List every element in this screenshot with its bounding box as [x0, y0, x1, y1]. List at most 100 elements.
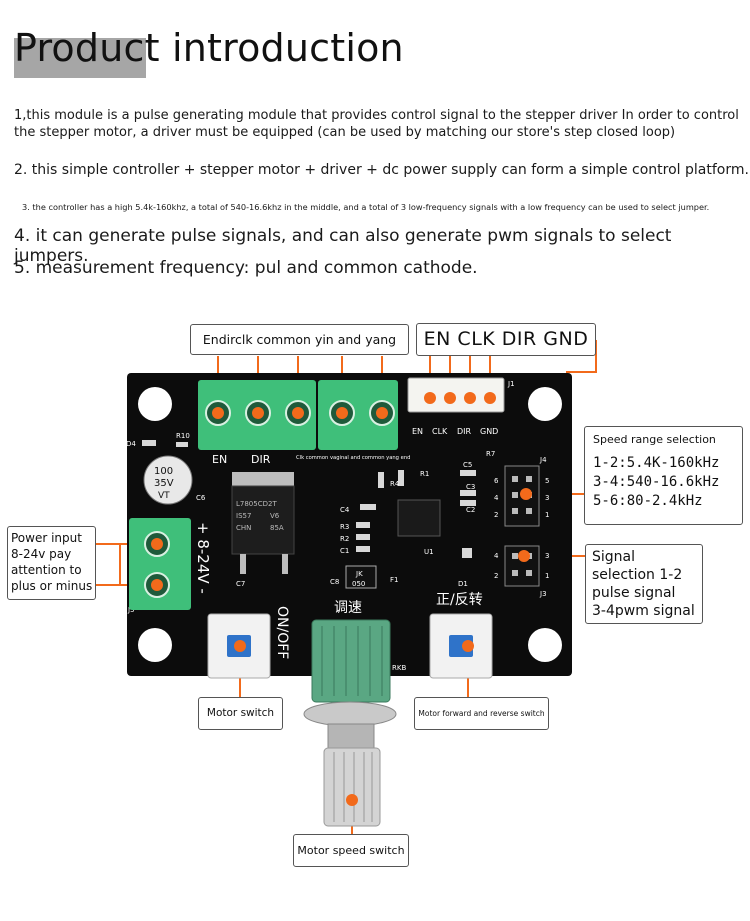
- j4-num-6: 6: [494, 477, 499, 485]
- callout-power-text: Power input 8-24v pay attention to plus …: [11, 531, 93, 593]
- j4-num-1: 1: [545, 511, 549, 519]
- connector-label-clk: CLK: [432, 427, 448, 436]
- callout-motor-speed-text: Motor speed switch: [297, 844, 405, 857]
- potentiometer-bushing: [327, 723, 375, 749]
- label-u1: U1: [424, 548, 434, 556]
- potentiometer-shaft: [323, 747, 381, 827]
- j3-num-1: 1: [545, 572, 549, 580]
- label-c3: C3: [466, 483, 475, 491]
- terminal-label-en: EN: [212, 453, 227, 466]
- j3-num-2: 2: [494, 572, 498, 580]
- callout-forward-reverse: Motor forward and reverse switch: [414, 697, 549, 730]
- jk-value: 050: [352, 580, 365, 588]
- orange-markers: [151, 392, 532, 806]
- regulator-text-5: 85A: [270, 524, 284, 532]
- callout-top-terminal-text: Endirclk common yin and yang: [202, 332, 397, 347]
- shaft-knurl: [333, 752, 373, 822]
- j3-num-3: 3: [545, 552, 549, 560]
- callout-speed-range: Speed range selection 1-2:5.4K-160kHz 3-…: [584, 426, 743, 525]
- j4-num-3: 3: [545, 494, 549, 502]
- regulator-text-4: V6: [270, 512, 280, 520]
- label-r4: R4: [390, 480, 400, 488]
- ic-chip: [397, 499, 441, 537]
- callout-motor-switch-text: Motor switch: [206, 707, 275, 719]
- callout-pins-text: EN CLK DIR GND: [423, 328, 589, 350]
- jumper-j4-numbers: 6 4 2 5 3 1: [494, 477, 549, 519]
- electrolytic-capacitor: [143, 455, 193, 505]
- terminal-label-dir: DIR: [251, 453, 271, 466]
- regulator-text-1: L7805CD2T: [236, 500, 277, 508]
- label-f1: F1: [390, 576, 398, 584]
- callout-forward-reverse-text: Motor forward and reverse switch: [418, 709, 545, 718]
- cap-label: C6: [196, 494, 206, 502]
- label-d4: D4: [126, 440, 136, 448]
- callout-pins: EN CLK DIR GND: [416, 323, 596, 356]
- connector-label-dir: DIR: [457, 427, 472, 436]
- potentiometer-housing: [311, 619, 391, 703]
- callout-motor-speed: Motor speed switch: [293, 834, 409, 867]
- callout-motor-switch: Motor switch: [198, 697, 283, 730]
- j4-num-5: 5: [545, 477, 549, 485]
- callout-signal-text: Signal selection 1-2 pulse signal 3-4pwm…: [592, 549, 695, 619]
- regulator-text-3: CHN: [236, 524, 251, 532]
- j4-num-4: 4: [494, 494, 499, 502]
- callout-signal: Signal selection 1-2 pulse signal 3-4pwm…: [585, 544, 703, 624]
- capacitor-text-1: 100: [154, 466, 173, 477]
- regulator-leads: [240, 554, 288, 574]
- component-labels: D4 R10 R7 C5 C3 C2 R1 R4 C4 R3 R2 C1 U1 …: [126, 432, 547, 672]
- speed-range-line-3: 5-6:80-2.4kHz: [593, 493, 703, 509]
- label-c8: C8: [330, 578, 339, 586]
- label-r7: R7: [486, 450, 495, 458]
- label-c7: C7: [236, 580, 245, 588]
- speed-range-line-2: 3-4:540-16.6kHz: [593, 474, 720, 490]
- voltage-regulator: [231, 485, 295, 555]
- direction-label: 正/反转: [436, 592, 483, 608]
- onoff-label: ON/OFF: [274, 606, 290, 659]
- label-j3: J3: [539, 590, 547, 598]
- speed-range-line-1: 1-2:5.4K-160kHz: [593, 455, 720, 471]
- paragraph-3: 3. the controller has a high 5.4k-160khz…: [22, 202, 710, 212]
- paragraph-5: 5. measurement frequency: pul and common…: [14, 258, 478, 278]
- label-c2: C2: [466, 506, 475, 514]
- label-r10: R10: [176, 432, 190, 440]
- regulator-text-2: IS57: [236, 512, 251, 520]
- potentiometer-ribs: [321, 626, 383, 696]
- capacitor-text-3: VT: [158, 491, 170, 501]
- smd-components: [142, 440, 476, 558]
- speed-range-heading: Speed range selection: [593, 433, 716, 446]
- paragraph-4: 4. it can generate pulse signals, and ca…: [14, 226, 672, 266]
- paragraph-2: 2. this simple controller + stepper moto…: [14, 162, 749, 178]
- label-rkb: RKB: [392, 664, 406, 672]
- callout-power: Power input 8-24v pay attention to plus …: [7, 526, 96, 600]
- page-title: Product introduction: [14, 26, 404, 70]
- label-r1: R1: [420, 470, 429, 478]
- label-c1: C1: [340, 547, 349, 555]
- label-c4: C4: [340, 506, 350, 514]
- jk-label: JK: [355, 570, 363, 578]
- jumper-j3-numbers: 4 2 3 1: [494, 552, 549, 580]
- capacitor-text-2: 35V: [154, 478, 174, 489]
- label-j5: J5: [127, 606, 135, 614]
- speed-label: 调速: [334, 600, 362, 616]
- voltage-label: + 8-24V -: [194, 522, 212, 594]
- connector-label-gnd: GND: [480, 427, 498, 436]
- jk-component: [345, 565, 377, 589]
- label-r3: R3: [340, 523, 349, 531]
- label-j4: J4: [539, 456, 547, 464]
- title-highlight: [14, 38, 146, 78]
- common-terminal-label: Clk common vaginal and common yang end: [296, 455, 410, 461]
- label-d1: D1: [458, 580, 468, 588]
- label-c5: C5: [463, 461, 472, 469]
- mounting-holes: [138, 387, 562, 662]
- potentiometer-nut: [303, 701, 397, 727]
- j3-num-4: 4: [494, 552, 499, 560]
- regulator-tab: [232, 472, 294, 486]
- label-r2: R2: [340, 535, 349, 543]
- terminal-block-common: [318, 380, 398, 450]
- connector-label-en: EN: [412, 427, 423, 436]
- paragraph-1: 1,this module is a pulse generating modu…: [14, 108, 739, 140]
- j4-num-2: 2: [494, 511, 498, 519]
- callout-top-terminal: Endirclk common yin and yang: [190, 324, 409, 355]
- connector-id: J1: [507, 380, 515, 388]
